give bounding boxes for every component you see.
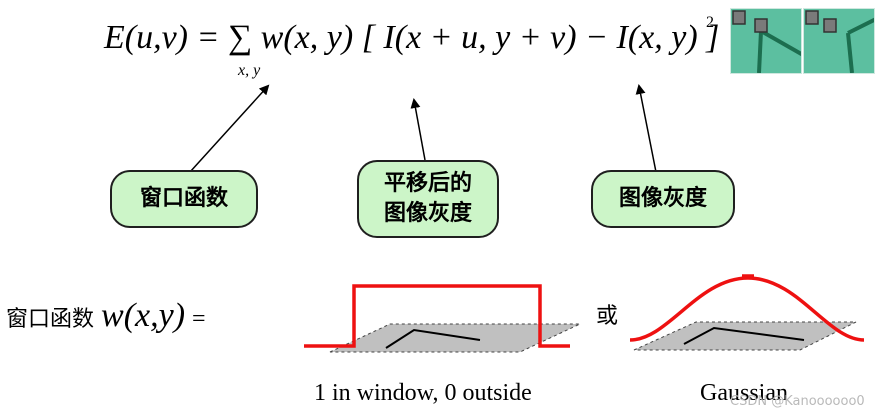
arrow-to-shifted-intensity [410,98,426,161]
box-window-curve [304,284,570,348]
label-shifted-intensity: 平移后的 图像灰度 [357,160,499,238]
watermark: CSDN @Kanoooooo0 [730,394,865,409]
energy-formula: E(u,v) = ∑ w(x, y) [ I(x + u, y + v) − I… [104,19,720,56]
label-image-intensity: 图像灰度 [591,170,735,228]
arrow-to-window-function [189,84,270,173]
gaussian-window-patch [633,321,857,351]
window-function-definition: 窗口函数 w(x,y) = [6,296,206,340]
gaussian-window-corner-edge [683,326,805,345]
thumbnail-window-original [730,8,802,74]
caption-gaussian-window: Gaussian [700,380,788,406]
window-function-symbol: w(x,y) [101,297,186,334]
box-window-corner-edge [385,328,481,349]
gaussian-window-curve [629,276,865,342]
sum-subscript: x, y [238,62,261,79]
window-function-prefix: 窗口函数 [6,307,95,332]
box-window-plot [304,284,581,353]
or-text: 或 [596,304,619,329]
caption-box-window: 1 in window, 0 outside [314,380,532,406]
formula-exponent: 2 [706,14,714,31]
gaussian-window-plot [629,274,865,351]
arrow-to-image-intensity [635,84,657,173]
thumbnail-window-shifted [803,8,875,74]
equals-sign: = [192,306,206,332]
label-window-function: 窗口函数 [110,170,258,228]
box-window-patch [329,323,581,353]
